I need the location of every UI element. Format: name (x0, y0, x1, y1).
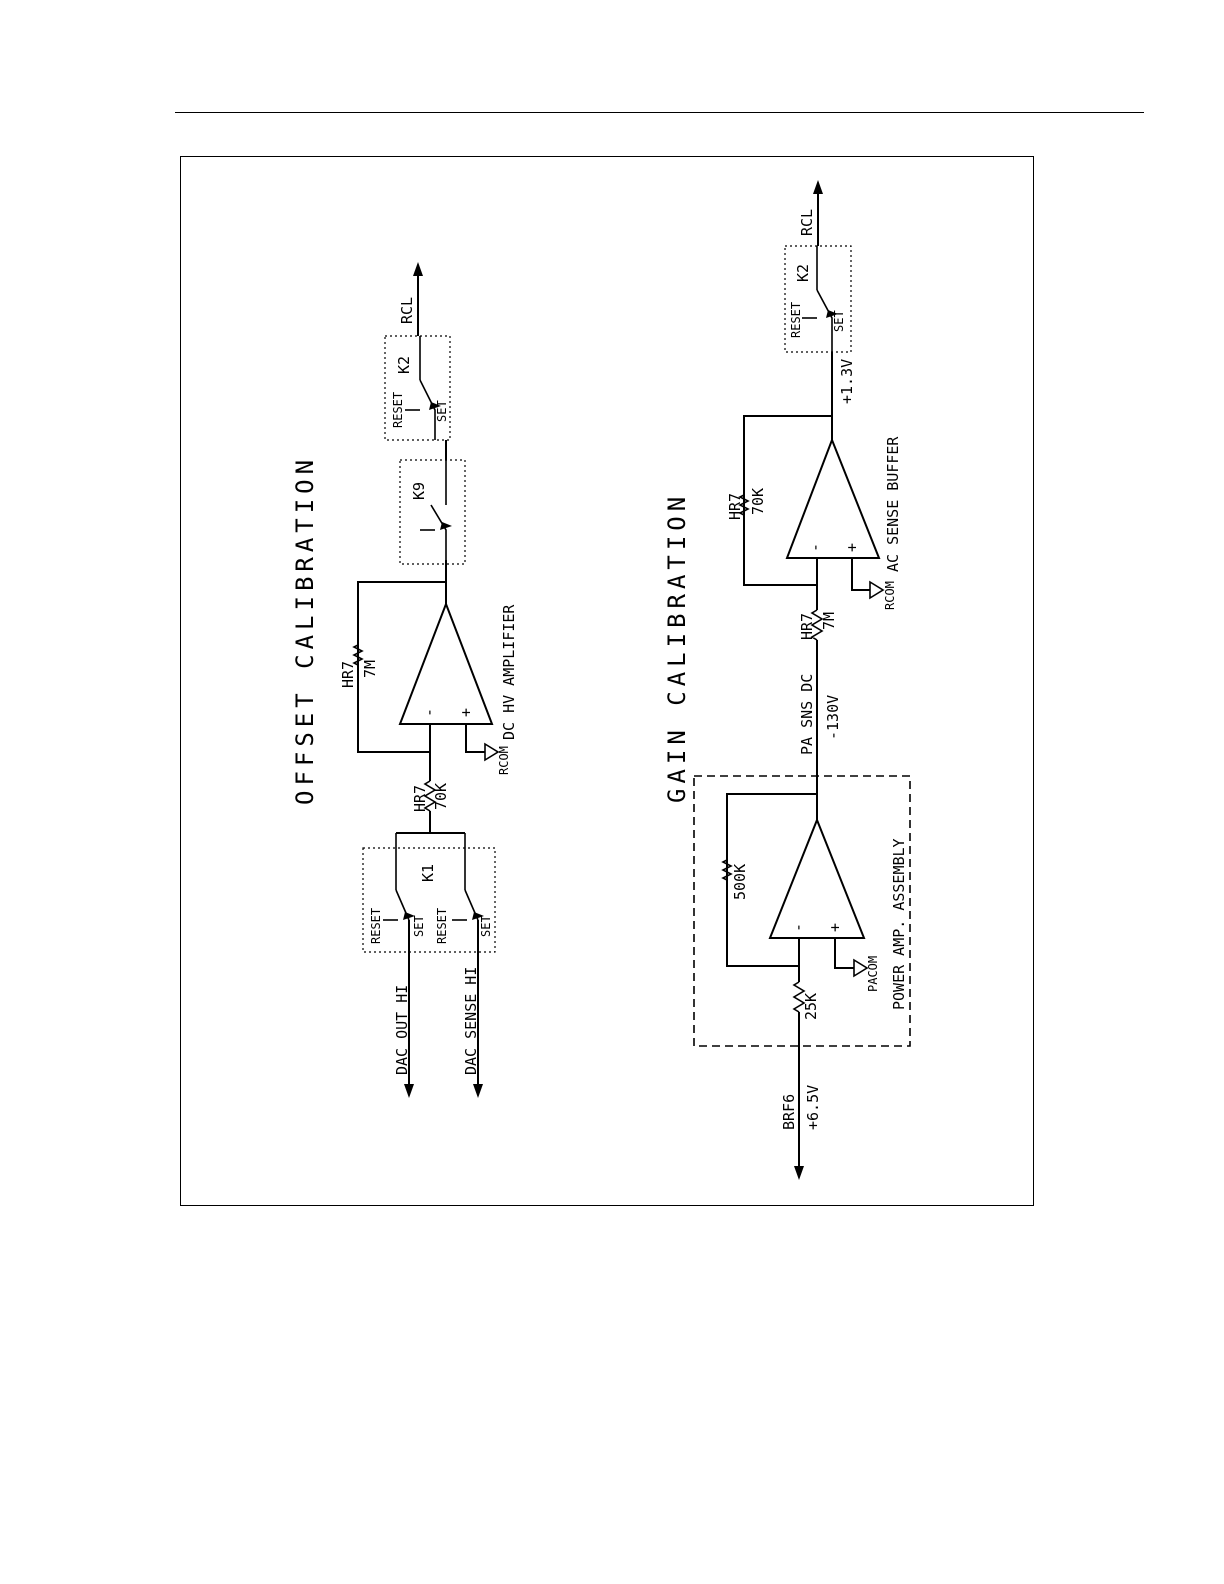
k2-gain-reset: RESET (789, 302, 803, 338)
k2-offset-reset: RESET (391, 392, 405, 428)
pa-sns-volt: -130V (824, 695, 842, 740)
dc-hv-amp-gnd: RCOM (497, 746, 511, 775)
offset-title: OFFSET CALIBRATION (291, 455, 319, 805)
k1-reset2-label: RESET (435, 908, 449, 944)
k9-switch (420, 460, 452, 560)
k1-name-label: K1 (419, 864, 437, 882)
k1-switch-2 (452, 833, 484, 920)
gain-rfb2-ref: HR7 (726, 493, 744, 520)
k9-relay-box (400, 460, 465, 564)
offset-rin-val: 70K (432, 783, 450, 810)
pa-sns-label: PA SNS DC (798, 674, 816, 755)
offset-rin-ref: HR7 (411, 785, 429, 812)
buffer-label: AC SENSE BUFFER (884, 436, 902, 572)
buffer-plus: + (843, 543, 861, 552)
offset-rfb-val: 7M (361, 660, 379, 678)
k1-output-wire (396, 811, 465, 833)
dac-sense-label: DAC SENSE HI (462, 967, 480, 1075)
k1-set2-label: SET (479, 915, 493, 937)
k2-gain-volt: +1.3V (838, 359, 856, 404)
offset-rfb-ref: HR7 (339, 661, 357, 688)
k2-offset-set: SET (435, 400, 449, 422)
buffer-gnd: RCOM (883, 581, 897, 610)
dc-hv-amp-minus: - (420, 708, 438, 717)
power-amp-minus: - (789, 923, 807, 932)
ac-sense-buffer (787, 440, 879, 558)
power-amplifier (770, 820, 864, 938)
power-amp-assembly-label: POWER AMP. ASSEMBLY (890, 838, 908, 1010)
k2-offset-switch (405, 336, 441, 440)
gain-rmid-ref: HR7 (798, 613, 816, 640)
k2-gain-switch (802, 246, 838, 352)
dc-hv-amp-label: DC HV AMPLIFIER (500, 604, 518, 740)
dc-hv-amplifier (400, 604, 492, 724)
gain-rfb2-val: 70K (749, 488, 767, 515)
gain-rfb-val: 500K (731, 864, 749, 900)
power-amp-ground-wire (835, 938, 854, 968)
gain-rcl-label: RCL (798, 209, 816, 236)
buffer-ground-wire (852, 558, 870, 590)
power-amp-plus: + (826, 923, 844, 932)
brf6-name-label: BRF6 (780, 1094, 798, 1130)
rcom-buffer-ground-icon (870, 582, 883, 598)
dc-hv-amp-ground-wire (466, 724, 485, 752)
k9-name-label: K9 (410, 482, 428, 500)
power-amp-gnd: PACOM (866, 956, 880, 992)
offset-rcl-label: RCL (398, 297, 416, 324)
k1-set1-label: SET (412, 915, 426, 937)
k1-reset1-label: RESET (369, 908, 383, 944)
gain-rin-val: 25K (802, 993, 820, 1020)
gain-rmid-val: 7M (820, 612, 838, 630)
dc-hv-amp-plus: + (457, 708, 475, 717)
dac-out-label: DAC OUT HI (393, 985, 411, 1075)
k2-offset-name: K2 (395, 356, 413, 374)
k1-switch-1 (383, 833, 415, 920)
k2-gain-name: K2 (794, 264, 812, 282)
buffer-minus: - (806, 543, 824, 552)
gain-title: GAIN CALIBRATION (663, 492, 691, 803)
brf6-volt-label: +6.5V (804, 1085, 822, 1130)
k2-gain-set: SET (832, 310, 846, 332)
